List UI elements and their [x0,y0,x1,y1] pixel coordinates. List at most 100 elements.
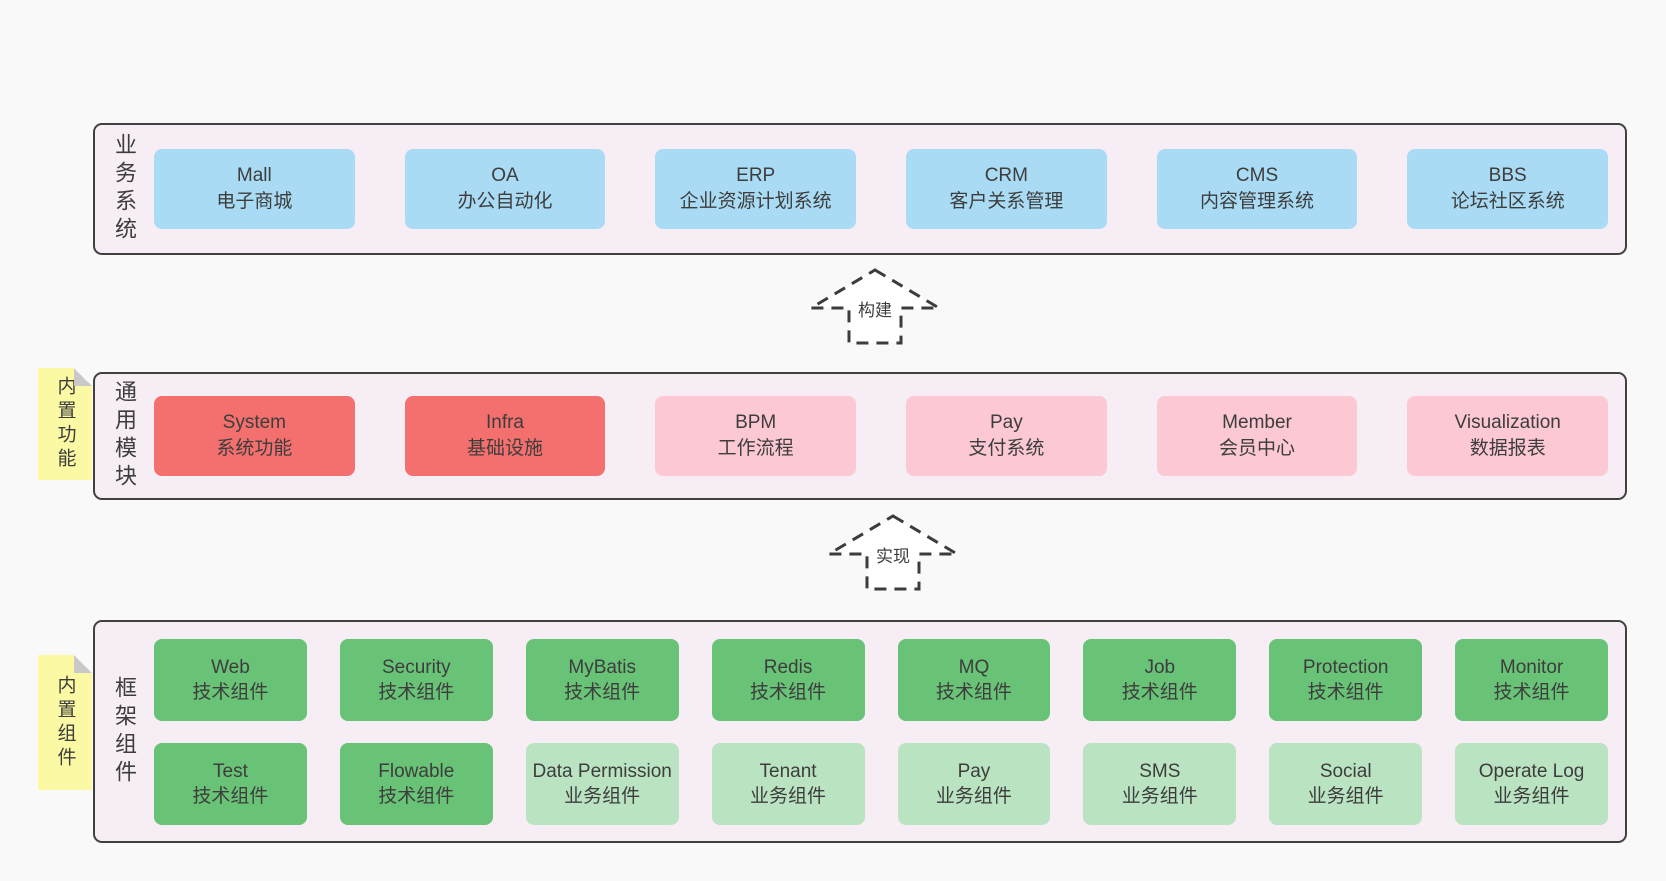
box-job: Job 技术组件 [1083,638,1237,721]
box-monitor: Monitor 技术组件 [1455,638,1608,721]
box-desc: 数据报表 [1469,438,1546,459]
box-desc: 基础设施 [467,438,544,459]
box-name: BPM [735,412,777,433]
sticky-label: 内置功能 [54,376,76,472]
box-desc: 业务组件 [935,785,1012,807]
box-sms: SMS 业务组件 [1083,742,1237,825]
box-name: MQ [958,656,990,678]
box-desc: 技术组件 [378,785,455,807]
box-desc: 技术组件 [750,681,827,703]
box-name: Protection [1302,656,1389,678]
box-mall: Mall 电子商城 [154,149,355,229]
band-framework-components: 框架组件 Web 技术组件 Security 技术组件 MyBatis 技术组件… [93,620,1627,843]
box-name: Test [213,760,248,782]
box-desc: 业务组件 [1493,785,1570,807]
box-data-permission: Data Permission 业务组件 [525,742,679,825]
box-security: Security 技术组件 [339,638,493,721]
component-row-2: Test 技术组件 Flowable 技术组件 Data Permission … [154,742,1608,825]
box-name: CMS [1235,165,1279,186]
box-desc: 论坛社区系统 [1450,191,1565,212]
band-module-label: 通用模块 [112,380,137,492]
box-name: Social [1319,760,1372,782]
box-desc: 业务组件 [564,785,641,807]
box-name: Redis [763,656,813,678]
box-infra: Infra 基础设施 [404,396,606,476]
box-visualization: Visualization 数据报表 [1407,396,1609,476]
box-name: OA [491,165,519,186]
box-redis: Redis 技术组件 [711,638,865,721]
business-boxes: Mall 电子商城 OA 办公自动化 ERP 企业资源计划系统 CRM 客户关系… [154,125,1609,253]
box-bpm: BPM 工作流程 [655,396,857,476]
box-desc: 技术组件 [1121,681,1198,703]
component-boxes: Web 技术组件 Security 技术组件 MyBatis 技术组件 Redi… [154,622,1608,841]
box-desc: 支付系统 [968,438,1045,459]
box-cms: CMS 内容管理系统 [1156,149,1358,229]
box-name: Pay [957,760,991,782]
box-oa: OA 办公自动化 [404,149,606,229]
box-test: Test 技术组件 [154,742,307,825]
box-desc: 技术组件 [935,681,1012,703]
implement-arrow: 实现 [823,512,963,592]
box-name: SMS [1139,760,1181,782]
box-desc: 内容管理系统 [1200,191,1315,212]
component-row-1: Web 技术组件 Security 技术组件 MyBatis 技术组件 Redi… [154,638,1608,721]
box-name: Tenant [759,760,817,782]
sticky-label: 内置组件 [54,674,76,771]
box-name: Member [1222,412,1292,433]
box-desc: 系统功能 [216,438,293,459]
box-desc: 办公自动化 [457,191,553,212]
box-mq: MQ 技术组件 [897,638,1051,721]
box-crm: CRM 客户关系管理 [906,149,1107,229]
box-desc: 技术组件 [192,681,269,703]
box-desc: 技术组件 [1493,681,1570,703]
box-name: BBS [1488,165,1527,186]
build-arrow-label: 构建 [858,301,892,320]
box-desc: 技术组件 [564,681,641,703]
band-common-modules: 通用模块 System 系统功能 Infra 基础设施 BPM 工作流程 Pay… [93,372,1627,500]
box-name: System [222,412,287,433]
box-desc: 业务组件 [750,785,827,807]
implement-arrow-label: 实现 [876,547,910,566]
box-mybatis: MyBatis 技术组件 [525,638,679,721]
box-member: Member 会员中心 [1156,396,1358,476]
box-name: Flowable [378,760,455,782]
module-boxes: System 系统功能 Infra 基础设施 BPM 工作流程 Pay 支付系统… [154,374,1609,498]
box-desc: 技术组件 [1307,681,1384,703]
box-name: Data Permission [532,760,672,782]
box-name: Mall [236,165,272,186]
box-name: Pay [989,412,1023,433]
box-flowable: Flowable 技术组件 [339,742,493,825]
box-name: Web [211,656,250,678]
box-name: CRM [984,165,1028,186]
box-desc: 业务组件 [1307,785,1384,807]
box-web: Web 技术组件 [154,638,307,721]
up-arrow-icon: 构建 [805,268,945,345]
box-desc: 电子商城 [216,191,293,212]
box-desc: 客户关系管理 [949,191,1064,212]
box-name: Monitor [1499,656,1564,678]
box-bbs: BBS 论坛社区系统 [1407,149,1609,229]
box-pay: Pay 支付系统 [906,396,1107,476]
build-arrow: 构建 [805,266,945,346]
box-system: System 系统功能 [154,396,355,476]
box-tenant: Tenant 业务组件 [711,742,865,825]
box-name: Visualization [1454,412,1561,433]
box-desc: 企业资源计划系统 [679,191,832,212]
box-pay-biz: Pay 业务组件 [897,742,1051,825]
box-name: MyBatis [568,656,636,678]
box-desc: 技术组件 [192,785,269,807]
box-name: Job [1144,656,1176,678]
band-business-label: 业务系统 [112,133,137,245]
box-name: Infra [485,412,525,433]
up-arrow-icon: 实现 [823,514,963,591]
box-desc: 工作流程 [717,438,794,459]
box-desc: 会员中心 [1219,438,1296,459]
box-name: ERP [736,165,776,186]
box-protection: Protection 技术组件 [1269,638,1423,721]
box-name: Security [381,656,451,678]
sticky-built-in-functions: 内置功能 [38,368,92,480]
box-erp: ERP 企业资源计划系统 [655,149,857,229]
sticky-built-in-components: 内置组件 [38,655,92,790]
box-desc: 技术组件 [378,681,455,703]
